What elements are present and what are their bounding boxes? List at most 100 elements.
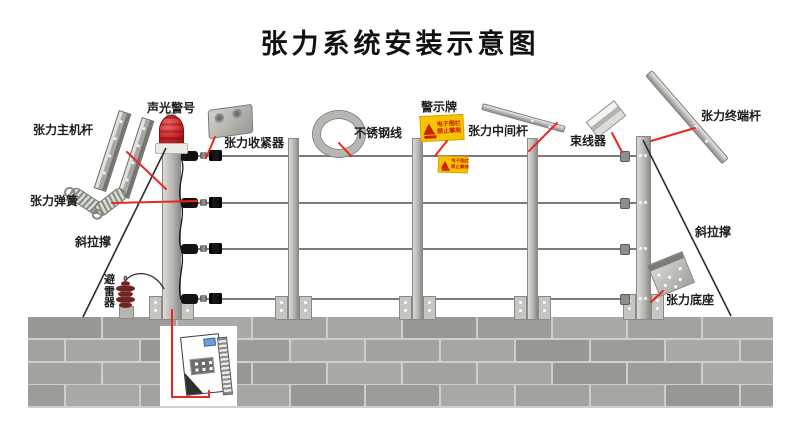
- wire-insulator: [200, 199, 207, 206]
- wall-brick: [591, 339, 664, 361]
- wall-brick: [366, 339, 439, 361]
- label-brace-left: 斜拉撑: [75, 235, 112, 249]
- sound-light-alarm-icon: [159, 115, 184, 146]
- tightener-knob-icon: [214, 112, 225, 124]
- wall-brick: [516, 385, 589, 407]
- wire-binder-clamp: [620, 151, 630, 162]
- warning-triangle-icon: [422, 122, 436, 135]
- wire-bolt-clamp: [209, 243, 222, 254]
- controller-shadow: [184, 371, 203, 395]
- terminal-bolt: [639, 201, 642, 204]
- middle-pole-3-base-left: [514, 296, 527, 320]
- middle-pole-1-base-left: [275, 296, 288, 320]
- label-brace-right: 斜拉撑: [695, 225, 732, 239]
- wall-brick: [741, 339, 773, 361]
- brick-wall: [28, 317, 773, 408]
- page-title: 张力系统安装示意图: [260, 29, 540, 60]
- middle-pole-3-base-right: [538, 296, 551, 320]
- wall-brick: [253, 317, 326, 338]
- wire-tensioner: [181, 294, 198, 304]
- warning-triangle-icon-2: [440, 160, 450, 169]
- label-wire-binder: 束线器: [570, 134, 607, 148]
- wall-brick: [403, 362, 476, 384]
- middle-pole-3: [527, 138, 538, 320]
- wall-brick: [328, 317, 401, 338]
- callout-wire-binder: [611, 132, 623, 153]
- middle-pole-1: [288, 138, 299, 320]
- label-terminal-pole: 张力终端杆: [701, 109, 762, 123]
- wall-brick: [516, 339, 589, 361]
- warning-sign-large: 电子围栏 禁止攀爬: [419, 113, 465, 143]
- fence-wire-1: [179, 155, 637, 157]
- fence-wire-3: [179, 248, 637, 250]
- wall-brick: [553, 362, 626, 384]
- controller-display: [203, 337, 217, 347]
- main-pole-base-left: [149, 296, 162, 320]
- wall-brick: [741, 385, 773, 407]
- terminal-bolt: [644, 201, 647, 204]
- beacon-base-icon: [155, 143, 188, 154]
- wall-brick: [28, 317, 101, 338]
- main-pole: [162, 150, 181, 320]
- wire-tensioner: [181, 244, 198, 254]
- wire-tensioner: [181, 151, 198, 161]
- terminal-pole-base-right: [651, 294, 664, 320]
- arrester-disc-4: [119, 302, 132, 308]
- wall-brick: [103, 317, 176, 338]
- wall-brick: [366, 385, 439, 407]
- wall-brick: [703, 317, 773, 338]
- wall-brick: [703, 362, 773, 384]
- warning-sign-text-2: 电子围栏 禁止攀爬: [451, 159, 469, 171]
- wall-brick: [103, 362, 176, 384]
- wall-brick: [291, 385, 364, 407]
- terminal-bolt: [644, 297, 647, 300]
- wire-insulator: [200, 295, 207, 302]
- middle-pole-2-base-right: [423, 296, 436, 320]
- tightener-knob-icon-2: [232, 108, 242, 119]
- label-arrester: 避雷器: [104, 273, 115, 309]
- terminal-bolt: [639, 297, 642, 300]
- wall-brick: [666, 339, 739, 361]
- callout-terminal-pole: [650, 127, 696, 142]
- wall-brick: [28, 339, 64, 361]
- wall-brick: [28, 385, 64, 407]
- wire-bolt-clamp: [209, 150, 222, 161]
- callout-warning-sign: [434, 140, 448, 157]
- label-alarm: 声光警号: [147, 101, 196, 115]
- wall-brick: [441, 339, 514, 361]
- label-middle-pole: 张力中间杆: [468, 124, 529, 138]
- fence-wire-2: [179, 202, 637, 204]
- middle-pole-2: [412, 138, 423, 320]
- middle-pole-1-base-right: [299, 296, 312, 320]
- warning-danger-bar: [424, 135, 437, 139]
- base-plate-sample-icon: [647, 251, 695, 297]
- warning2-line2: 禁止攀爬: [450, 164, 469, 171]
- wall-brick: [403, 317, 476, 338]
- wire-insulator: [200, 152, 207, 159]
- wall-brick: [591, 385, 664, 407]
- wire-binder-sample-icon: [585, 100, 627, 138]
- label-main-pole: 张力主机杆: [33, 123, 94, 137]
- wall-brick: [628, 317, 701, 338]
- tension-spring-icon-2: [92, 185, 129, 219]
- terminal-bolt: [644, 247, 647, 250]
- wire-binder-clamp: [620, 294, 630, 305]
- wall-brick: [253, 362, 326, 384]
- wall-brick: [28, 362, 101, 384]
- label-tightener: 张力收紧器: [224, 136, 285, 150]
- wall-brick: [478, 317, 551, 338]
- warning-danger-bar-2: [441, 168, 450, 171]
- wall-brick: [328, 362, 401, 384]
- warning-sign-text: 电子围栏 禁止攀爬: [437, 120, 462, 135]
- warning-line2: 禁止攀爬: [437, 127, 462, 136]
- terminal-bolt: [644, 154, 647, 157]
- terminal-bolt: [639, 247, 642, 250]
- wire-binder-clamp: [620, 198, 630, 209]
- wire-bolt-clamp: [209, 293, 222, 304]
- wall-brick: [66, 339, 139, 361]
- beacon-cap-icon: [166, 112, 176, 117]
- wall-brick: [553, 317, 626, 338]
- label-base-plate: 张力底座: [666, 293, 715, 307]
- wall-brick: [441, 385, 514, 407]
